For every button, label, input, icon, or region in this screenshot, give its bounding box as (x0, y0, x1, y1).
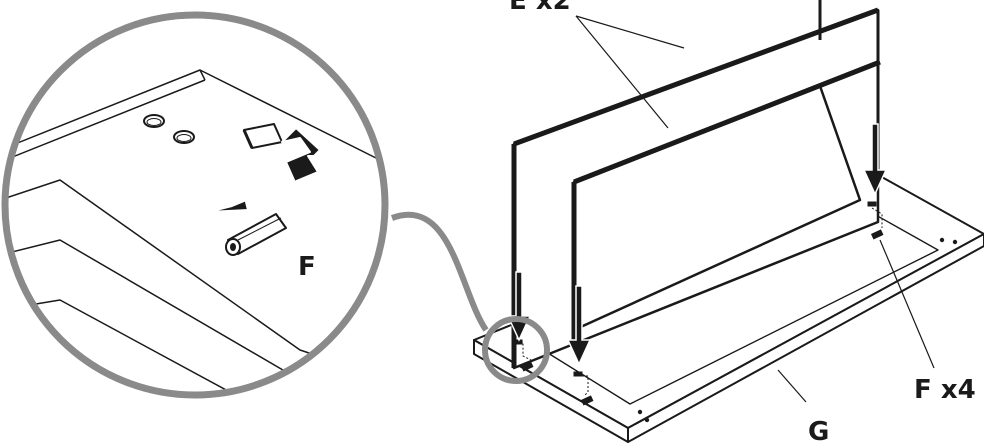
detail-hole-1-inner (146, 118, 162, 126)
leader-e-front (575, 15, 669, 129)
detail-hole-1 (143, 114, 165, 128)
detail-panel-lower (5, 239, 301, 381)
magnified-detail (1, 11, 389, 399)
leader-e-back (575, 15, 685, 49)
label-pin-f-detail: F (298, 252, 316, 282)
label-panel-e: E x2 (509, 0, 571, 16)
pin-f-right (867, 201, 884, 240)
base-holes (521, 237, 958, 423)
leader-f-pins (879, 239, 935, 369)
detail-panel-edge-top-2 (5, 79, 206, 163)
leader-lines (575, 15, 935, 403)
detail-hole-2 (173, 130, 195, 144)
leader-g (777, 369, 807, 403)
label-pins-f: F x4 (914, 375, 976, 405)
magnifier-ring (1, 11, 389, 399)
magnifier-target-ring (482, 316, 550, 384)
insert-path-arrow (207, 127, 321, 213)
detail-hole-2-inner (176, 134, 192, 142)
pin-f-left (513, 339, 534, 372)
base-panel-side-edge (627, 233, 984, 443)
detail-pin-f (225, 213, 287, 256)
pin-f-middle (573, 371, 594, 406)
bent-arrow-icon (207, 127, 321, 213)
assembly-arrow-middle (566, 285, 592, 366)
assembly-arrow-right (862, 123, 888, 196)
magnifier-connector (390, 212, 489, 332)
detail-panel-corner (199, 69, 206, 81)
panel-e-front (571, 59, 881, 340)
pins-f (513, 201, 884, 406)
label-base-g: G (808, 417, 829, 446)
